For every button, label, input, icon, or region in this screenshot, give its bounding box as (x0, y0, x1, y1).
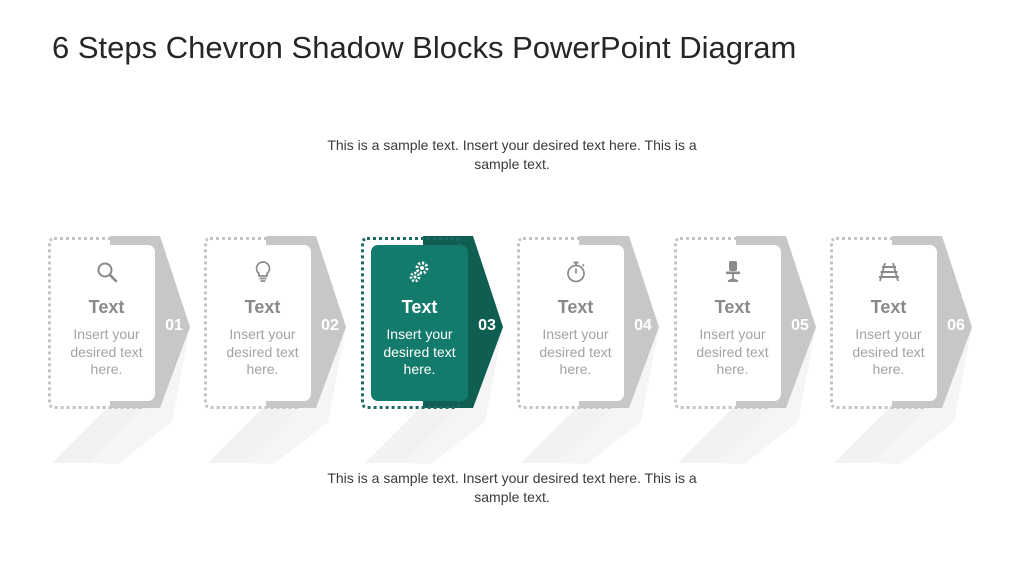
step-heading: Text (401, 297, 438, 317)
lightbulb-icon (250, 259, 276, 285)
step-number: 01 (165, 317, 183, 334)
step-number: 04 (634, 317, 652, 334)
railroad-track-icon (876, 259, 902, 285)
step-number: 05 (791, 317, 809, 334)
step-heading: Text (557, 297, 594, 317)
caption-bottom: This is a sample text. Insert your desir… (327, 470, 697, 505)
step-number: 06 (947, 317, 965, 334)
stopwatch-icon (563, 259, 589, 285)
step-description: Insert your desired text here. (696, 326, 769, 377)
step-heading: Text (870, 297, 907, 317)
slide-title: 6 Steps Chevron Shadow Blocks PowerPoint… (52, 30, 797, 65)
step-description: Insert your desired text here. (226, 326, 299, 377)
step-description: Insert your desired text here. (70, 326, 143, 377)
step-description: Insert your desired text here. (852, 326, 925, 377)
step-heading: Text (714, 297, 751, 317)
office-chair-icon (720, 259, 746, 285)
step-number: 02 (321, 317, 339, 334)
gears-icon (407, 259, 433, 285)
step-heading: Text (88, 297, 125, 317)
step-number: 03 (478, 317, 496, 334)
step-heading: Text (244, 297, 281, 317)
caption-top: This is a sample text. Insert your desir… (327, 137, 697, 172)
step-description: Insert your desired text here. (383, 326, 456, 377)
magnifier-icon (94, 259, 120, 285)
step-description: Insert your desired text here. (539, 326, 612, 377)
